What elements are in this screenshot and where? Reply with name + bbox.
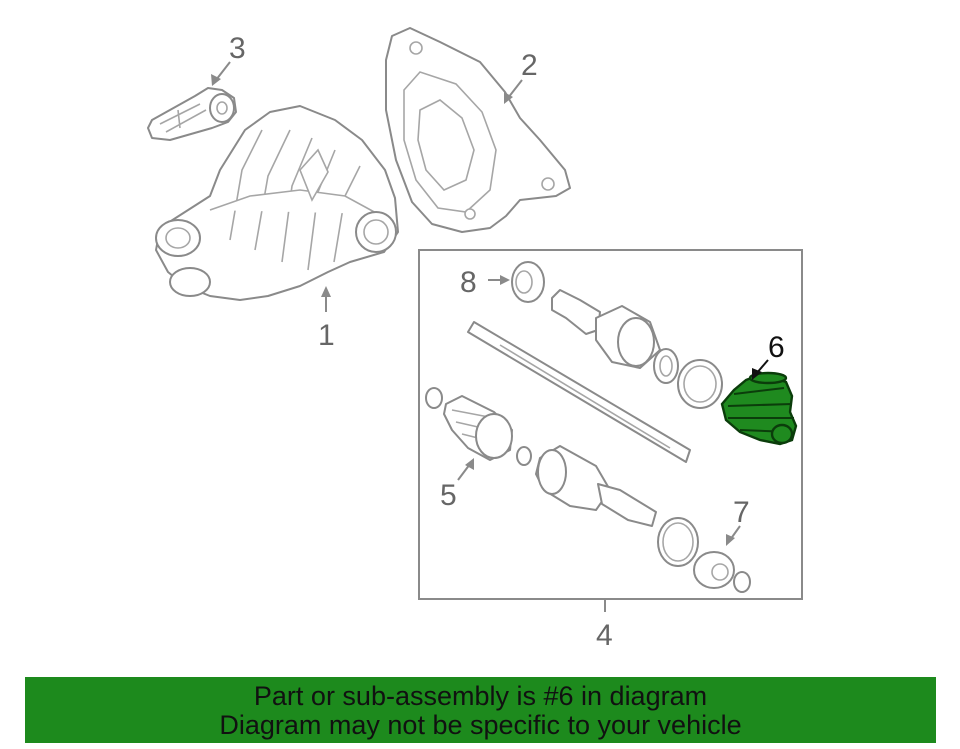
notice-banner: Part or sub-assembly is #6 in diagram Di… [25, 677, 936, 743]
arrow-7 [726, 534, 735, 546]
arrow-8 [500, 275, 510, 285]
inner-cv-joint-lower [516, 445, 699, 567]
axle-shaft [467, 321, 691, 463]
part-4-axle-assembly-frame[interactable] [418, 249, 803, 600]
arrow-1 [321, 286, 331, 297]
part-3-mount-bracket[interactable] [147, 87, 237, 141]
callout-8[interactable]: 8 [460, 266, 477, 299]
callout-1[interactable]: 1 [318, 319, 335, 352]
part-8-dust-seal[interactable] [511, 261, 545, 303]
part-5-outer-boot[interactable] [425, 387, 513, 461]
arrow-2 [504, 92, 513, 104]
part-7-seal[interactable] [693, 551, 751, 593]
outer-cv-joint-upper [551, 289, 723, 409]
callout-4[interactable]: 4 [596, 619, 613, 652]
arrow-5 [465, 458, 474, 470]
arrow-3 [211, 74, 221, 86]
callout-7[interactable]: 7 [733, 496, 750, 529]
banner-line-2: Diagram may not be specific to your vehi… [219, 710, 742, 740]
part-1-differential-carrier[interactable] [155, 105, 399, 301]
callout-3[interactable]: 3 [229, 32, 246, 65]
arrow-6 [752, 368, 762, 380]
callout-2[interactable]: 2 [521, 49, 538, 82]
part-2-cover[interactable] [385, 27, 571, 233]
banner-line-1: Part or sub-assembly is #6 in diagram [253, 681, 708, 711]
callout-5[interactable]: 5 [440, 479, 457, 512]
part-6-cv-boot-highlighted[interactable] [720, 371, 798, 446]
banner-background [25, 677, 936, 743]
leader-2 [507, 79, 523, 99]
leader-3 [215, 61, 231, 81]
callout-6[interactable]: 6 [768, 331, 785, 364]
